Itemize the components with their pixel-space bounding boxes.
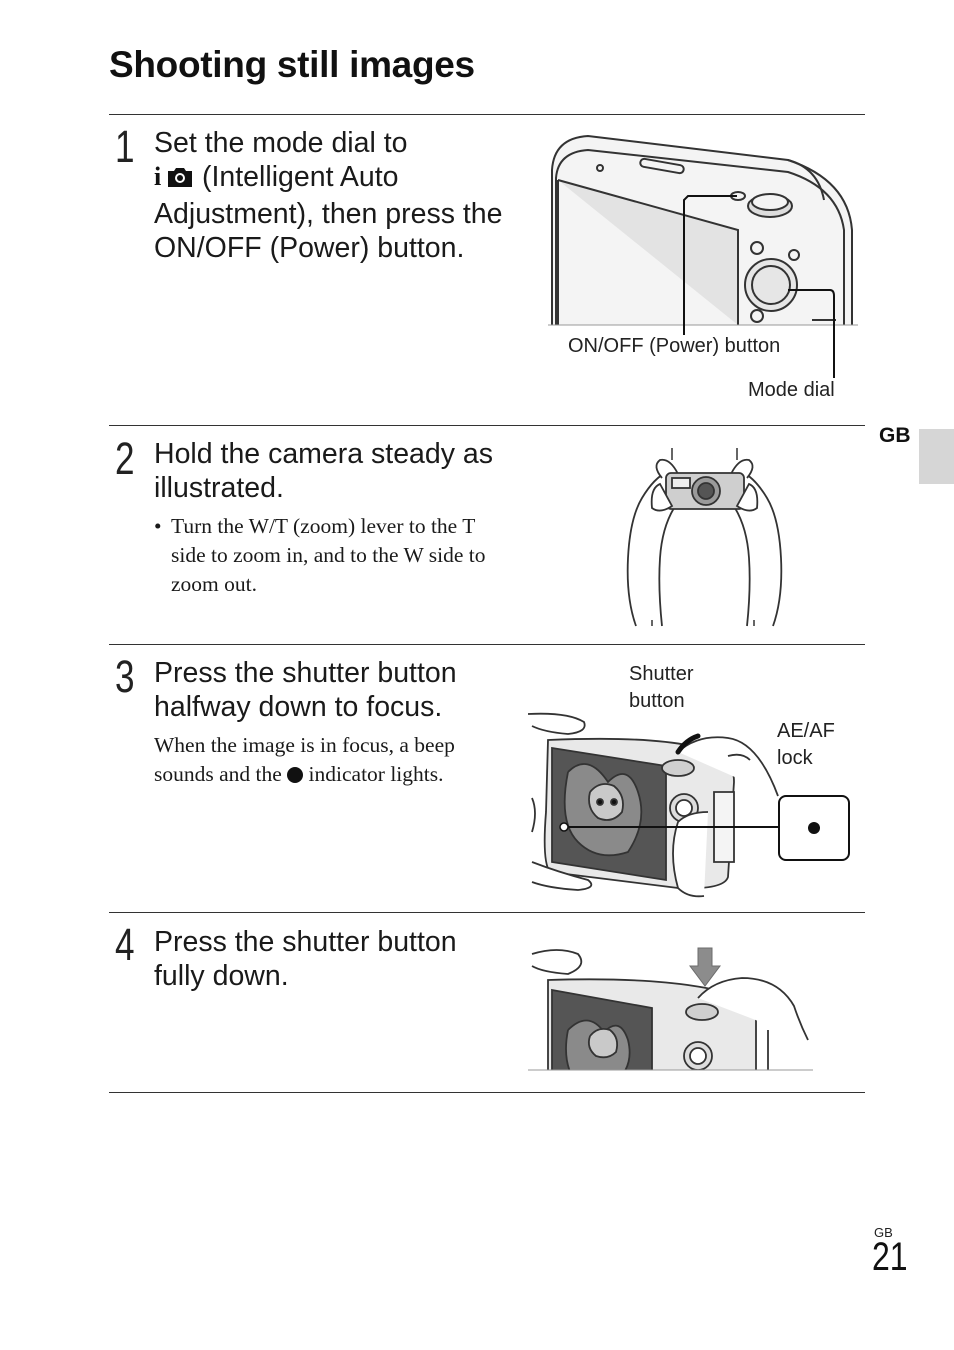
- focus-indicator-icon: [287, 767, 304, 783]
- step-2-number: 2: [115, 433, 135, 484]
- half-press-shutter-illustration: [528, 712, 850, 898]
- section-divider: [109, 425, 865, 426]
- hands-holding-camera-illustration: [626, 448, 783, 627]
- step-2-line: illustrated.: [154, 472, 284, 504]
- bullet-line: zoom out.: [171, 572, 257, 596]
- step-2-text: Hold the camera steady as illustrated.: [154, 437, 493, 505]
- step-3-text: Press the shutter button halfway down to…: [154, 656, 457, 724]
- step-4-text: Press the shutter button fully down.: [154, 925, 457, 993]
- step-4-line: fully down.: [154, 960, 289, 992]
- step-4-number: 4: [115, 919, 135, 970]
- page-title: Shooting still images: [109, 44, 475, 85]
- note-line-indicator: sounds and the indicator lights.: [154, 760, 455, 789]
- note-line: When the image is in focus, a beep: [154, 733, 455, 757]
- step-1-text: Set the mode dial to i (Intelligent Auto…: [154, 126, 503, 265]
- section-divider: [109, 1092, 865, 1093]
- power-button-callout: ON/OFF (Power) button: [568, 335, 781, 357]
- callout-line: button: [629, 690, 685, 712]
- note-line: indicator lights.: [308, 762, 444, 786]
- section-divider: [109, 912, 865, 913]
- step-1-number: 1: [115, 121, 135, 172]
- step-3-note: When the image is in focus, a beep sound…: [154, 731, 455, 789]
- step-2-bullet: • Turn the W/T (zoom) lever to the T sid…: [154, 512, 486, 599]
- camera-top-illustration: [548, 134, 858, 378]
- footer-language: GB: [874, 1225, 893, 1240]
- step-1-line: Adjustment), then press the: [154, 198, 503, 230]
- mode-dial-callout: Mode dial: [748, 379, 835, 401]
- step-1-line: ON/OFF (Power) button.: [154, 232, 465, 264]
- section-divider: [109, 644, 865, 645]
- language-side-label: GB: [879, 424, 911, 447]
- step-1-line-icon: i (Intelligent Auto: [154, 160, 503, 197]
- shutter-button-callout: Shutter button: [629, 661, 693, 715]
- callout-line: lock: [777, 747, 813, 769]
- step-3-line: halfway down to focus.: [154, 691, 443, 723]
- bullet-line: Turn the W/T (zoom) lever to the T: [171, 514, 476, 538]
- section-divider: [109, 114, 865, 115]
- step-3-number: 3: [115, 651, 135, 702]
- callout-line: Shutter: [629, 663, 694, 685]
- ae-af-lock-callout: AE/AF lock: [777, 718, 835, 772]
- full-press-shutter-illustration: [528, 947, 813, 1071]
- language-side-tab: [919, 429, 954, 484]
- step-2-line: Hold the camera steady as: [154, 438, 494, 470]
- step-3-line: Press the shutter button: [154, 657, 457, 689]
- note-line: sounds and the: [154, 762, 282, 786]
- bullet-line: side to zoom in, and to the W side to: [171, 543, 486, 567]
- step-1-line: Set the mode dial to: [154, 127, 408, 159]
- svg-text:i: i: [154, 163, 161, 189]
- step-4-line: Press the shutter button: [154, 926, 457, 958]
- page-number: 21: [872, 1235, 908, 1279]
- callout-line: AE/AF: [777, 720, 835, 742]
- step-1-line: (Intelligent Auto: [202, 161, 399, 193]
- bullet-mark: •: [154, 514, 162, 538]
- intelligent-auto-icon: i: [154, 162, 196, 197]
